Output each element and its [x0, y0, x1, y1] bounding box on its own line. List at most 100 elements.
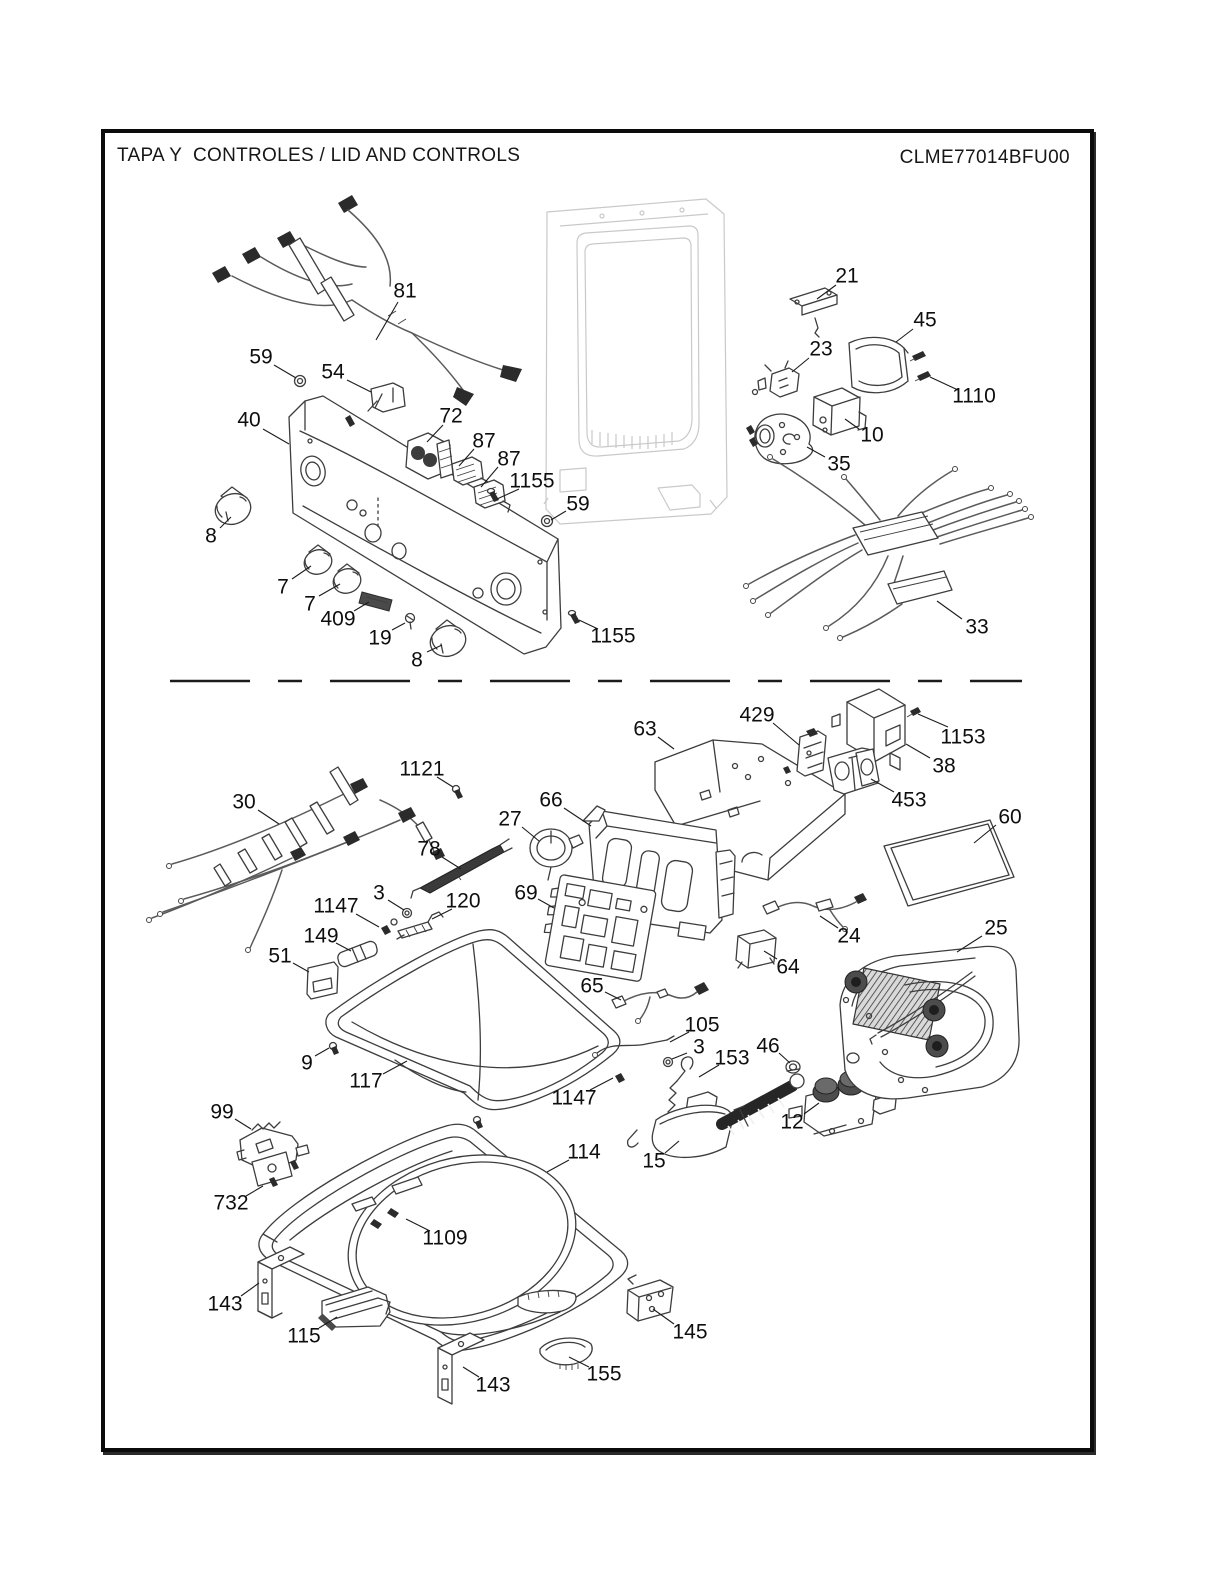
part-33-wire-harness: [743, 454, 1034, 641]
callout-1147: 1147: [313, 895, 358, 918]
callout-3: 3: [373, 882, 385, 905]
callout-leader-60: [973, 824, 997, 844]
callout-leader-59: [550, 510, 567, 521]
callout-99: 99: [210, 1101, 233, 1124]
callout-54: 54: [321, 361, 345, 384]
callout-leader-54: [346, 379, 372, 393]
callout-leader-72: [426, 424, 444, 443]
part-3-screw-lower: [662, 1056, 674, 1068]
callout-33: 33: [965, 616, 988, 639]
callout-40: 40: [237, 409, 260, 432]
callout-143: 143: [475, 1374, 510, 1397]
part-64-capacitor: [735, 929, 777, 969]
callout-leader-78: [441, 856, 462, 870]
part-1147-screw-upper: [381, 918, 398, 935]
part-46-grommet: [785, 1060, 801, 1074]
callout-1109: 1109: [422, 1227, 467, 1250]
callout-145: 145: [672, 1321, 707, 1344]
part-54-switch: [345, 382, 406, 427]
part-15-dispenser-funnel: [651, 1073, 805, 1159]
callout-leader-15: [664, 1140, 680, 1154]
part-1147-screw-lower: [615, 1073, 625, 1083]
callout-leader-732: [245, 1185, 264, 1197]
callout-leader-25: [956, 935, 983, 953]
callout-732: 732: [213, 1192, 248, 1215]
callout-9: 9: [301, 1052, 313, 1075]
callout-leader-51: [292, 962, 310, 973]
part-1153-screw: [906, 707, 921, 718]
part-453-bracket: [827, 747, 880, 795]
callout-leader-59: [273, 364, 297, 379]
callout-leader-453: [870, 778, 895, 793]
callout-leader-1110: [929, 376, 959, 391]
callout-leader-149: [335, 942, 352, 952]
part-1121-screw: [451, 784, 463, 799]
part-732-screws: [269, 1160, 299, 1187]
callout-leader-114: [546, 1159, 570, 1173]
part-9-screw: [328, 1041, 339, 1055]
callout-143: 143: [207, 1293, 242, 1316]
callout-leader-81: [375, 301, 399, 341]
callout-114: 114: [567, 1141, 601, 1164]
callout-leader-155: [568, 1356, 590, 1368]
part-155-cap: [539, 1337, 593, 1370]
doc-code: CLME77014BFU00: [899, 147, 1070, 168]
callout-23: 23: [809, 338, 832, 361]
callout-51: 51: [268, 945, 291, 968]
callout-leader-30: [257, 809, 280, 825]
callout-59: 59: [566, 493, 589, 516]
part-99-lid-lock: [236, 1121, 310, 1187]
callout-leader-21: [816, 284, 837, 300]
callout-64: 64: [776, 956, 800, 979]
callout-leader-143: [240, 1282, 260, 1297]
callout-8: 8: [205, 525, 217, 548]
callout-leader-99: [234, 1118, 252, 1130]
callout-leader-1121: [436, 776, 454, 788]
callout-leader-3: [671, 1052, 688, 1060]
part-1155-screw-bottom: [567, 609, 580, 624]
callout-153: 153: [714, 1047, 749, 1070]
callout-429: 429: [739, 704, 774, 727]
callout-leader-8: [426, 644, 443, 653]
callout-leader-1153: [917, 713, 949, 728]
callout-leader-63: [657, 736, 675, 750]
part-145-bracket: [626, 1274, 674, 1322]
part-1109-screws: [370, 1208, 399, 1229]
part-19-screw: [404, 612, 416, 630]
callout-leader-7: [318, 583, 341, 597]
callout-115: 115: [287, 1325, 320, 1348]
part-105-link-rod: [592, 1035, 675, 1058]
callout-leader-409: [353, 601, 370, 612]
callout-1121: 1121: [399, 758, 444, 781]
callout-leader-46: [778, 1052, 791, 1064]
part-25-rear-console: [839, 945, 1020, 1100]
callout-21: 21: [835, 265, 858, 288]
callout-leader-23: [791, 357, 810, 373]
callout-leader-12: [803, 1102, 820, 1115]
part-38-cover: [831, 688, 906, 771]
callout-leader-153: [698, 1064, 720, 1078]
callout-149: 149: [303, 925, 338, 948]
callout-leader-87: [458, 448, 475, 467]
callout-10: 10: [860, 424, 883, 447]
part-27-knob: [529, 828, 584, 881]
callout-leader-66: [563, 807, 592, 827]
part-ghost-rear-panel: [543, 198, 728, 525]
callout-24: 24: [837, 925, 861, 948]
part-23-switch: [751, 360, 800, 398]
callout-409: 409: [320, 608, 355, 631]
part-1155-screw-top: [486, 487, 499, 502]
callout-19: 19: [368, 627, 391, 650]
part-7-knob-2: [332, 563, 362, 594]
callout-45: 45: [913, 309, 936, 332]
part-429-switch: [796, 728, 827, 777]
callout-leader-87: [480, 466, 499, 488]
callout-65: 65: [580, 975, 603, 998]
callout-leader-45: [895, 328, 914, 343]
callout-1153: 1153: [940, 726, 985, 749]
callout-leader-10: [844, 418, 860, 430]
callout-leader-120: [431, 908, 453, 920]
callout-453: 453: [891, 789, 926, 812]
part-1110-screws: [909, 351, 931, 382]
